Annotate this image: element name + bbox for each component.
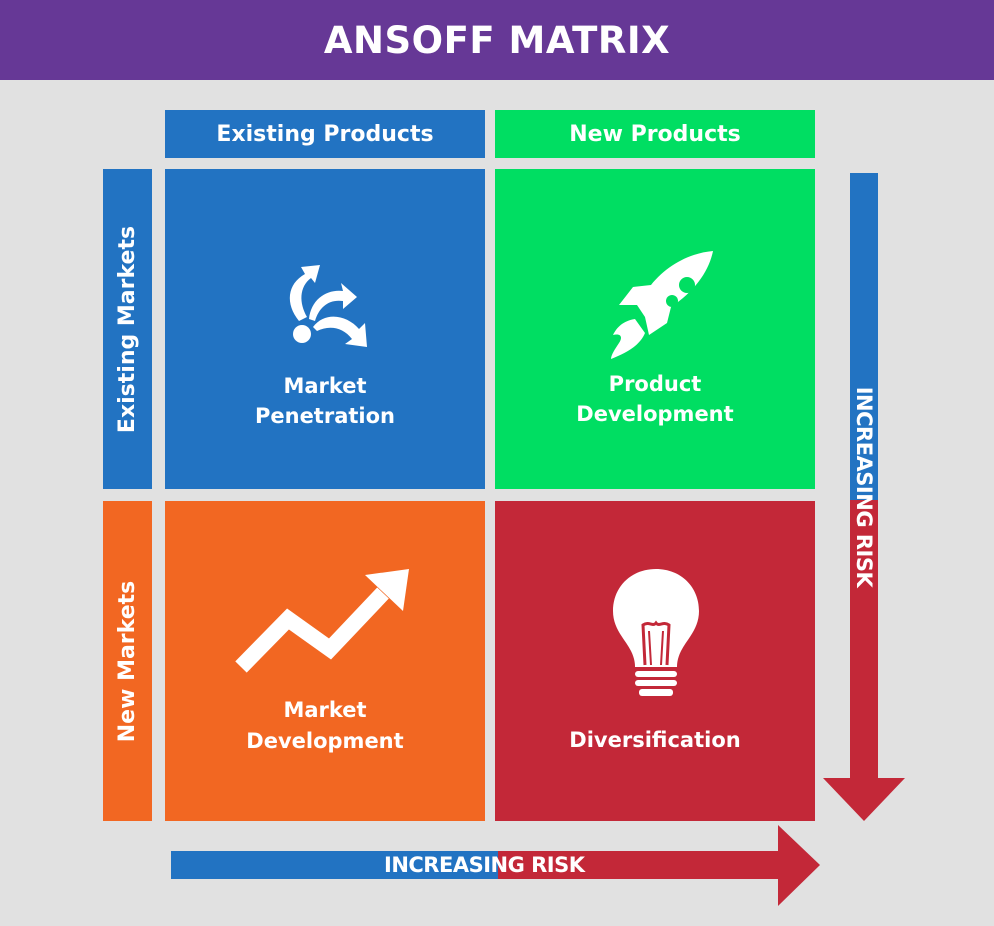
vertical-risk-label: INCREASING RISK [852, 386, 876, 588]
quadrant-market-penetration: Market Penetration [165, 169, 485, 489]
column-header-existing-products: Existing Products [165, 110, 485, 158]
quadrant-label-line1: Market [283, 698, 367, 722]
lightbulb-icon [613, 569, 699, 696]
down-arrowhead-icon [823, 778, 905, 821]
horizontal-risk-bar-high [498, 851, 780, 879]
title-bar: ANSOFF MATRIX [0, 0, 994, 80]
horizontal-risk-label: INCREASING RISK [384, 853, 585, 877]
quadrant-diversification: Diversification [495, 501, 815, 821]
quadrant-label-line1: Product [608, 372, 702, 396]
quadrant-label-line2: Development [576, 402, 734, 426]
horizontal-risk-bar-low [171, 851, 498, 879]
quadrant-label-line1: Diversification [569, 728, 741, 752]
trend-up-arrow-icon [235, 569, 409, 673]
row-header-new-markets: New Markets [103, 501, 152, 821]
right-arrowhead-icon [778, 825, 820, 906]
rocket-icon [611, 251, 713, 359]
row-header-existing-markets: Existing Markets [103, 169, 152, 489]
quadrant-product-development: Product Development [495, 169, 815, 489]
quadrant-label-line2: Penetration [254, 404, 395, 428]
diverging-arrows-icon [289, 265, 367, 347]
quadrant-market-development: Market Development [165, 501, 485, 821]
column-header-new-products: New Products [495, 110, 815, 158]
row-header-label: New Markets [115, 580, 141, 742]
vertical-risk-bar-high [850, 500, 878, 780]
quadrant-label-line2: Development [246, 729, 404, 753]
page-title: ANSOFF MATRIX [323, 18, 671, 62]
row-header-label: Existing Markets [115, 225, 140, 433]
vertical-risk-bar-low [850, 173, 878, 500]
quadrant-label-line1: Market [283, 374, 367, 398]
